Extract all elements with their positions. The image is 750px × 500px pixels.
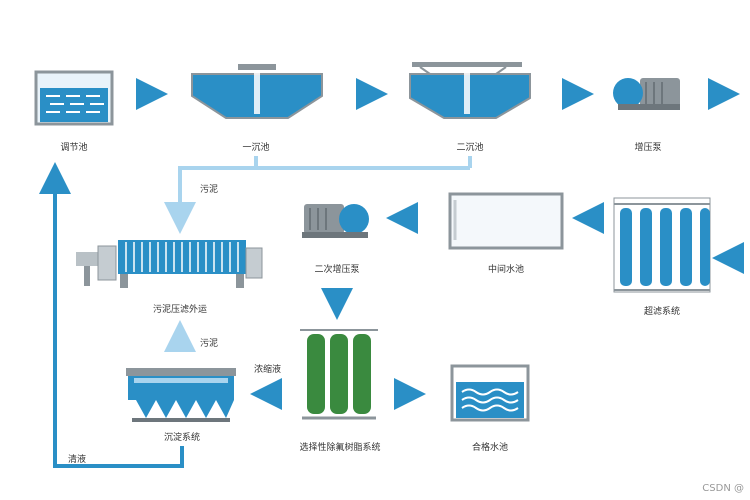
secondary-booster-pump-icon [302,204,369,238]
label-secondary-clarifier: 二沉池 [456,143,484,153]
label-concentrate: 浓缩液 [254,365,282,375]
sludge-lines [164,156,472,352]
filter-press-icon [76,240,263,288]
label-sedimentation: 沉淀系统 [163,433,201,443]
label-qualified-tank: 合格水池 [471,443,509,453]
label-ultrafiltration: 超滤系统 [643,307,681,317]
secondary-clarifier-icon [409,62,531,119]
label-clear-return: 清液 [68,455,87,465]
clear-liquid-return [39,162,184,468]
intermediate-tank-icon [448,192,564,250]
flow-arrows [136,78,744,410]
ion-exchange-columns-icon [300,329,378,420]
label-booster-pump: 增压泵 [634,143,662,153]
label-equalization-tank: 调节池 [60,143,88,153]
sedimentation-system-icon [126,368,236,422]
label-ion-exchange: 选择性除氟树脂系统 [299,443,381,453]
qualified-water-tank-icon [450,364,530,422]
equalization-tank-icon [34,70,114,126]
label-intermediate-tank: 中间水池 [487,265,525,275]
watermark: CSDN @ [702,483,744,494]
ultrafiltration-icon [613,197,711,293]
primary-clarifier-icon [191,64,323,119]
label-secondary-booster-pump: 二次增压泵 [314,265,360,275]
label-filter-press: 污泥压滤外运 [152,305,208,315]
label-sludge-up: 污泥 [200,339,219,349]
label-primary-clarifier: 一沉池 [242,143,270,153]
booster-pump-icon [613,78,680,110]
label-sludge-return: 污泥 [200,185,219,195]
